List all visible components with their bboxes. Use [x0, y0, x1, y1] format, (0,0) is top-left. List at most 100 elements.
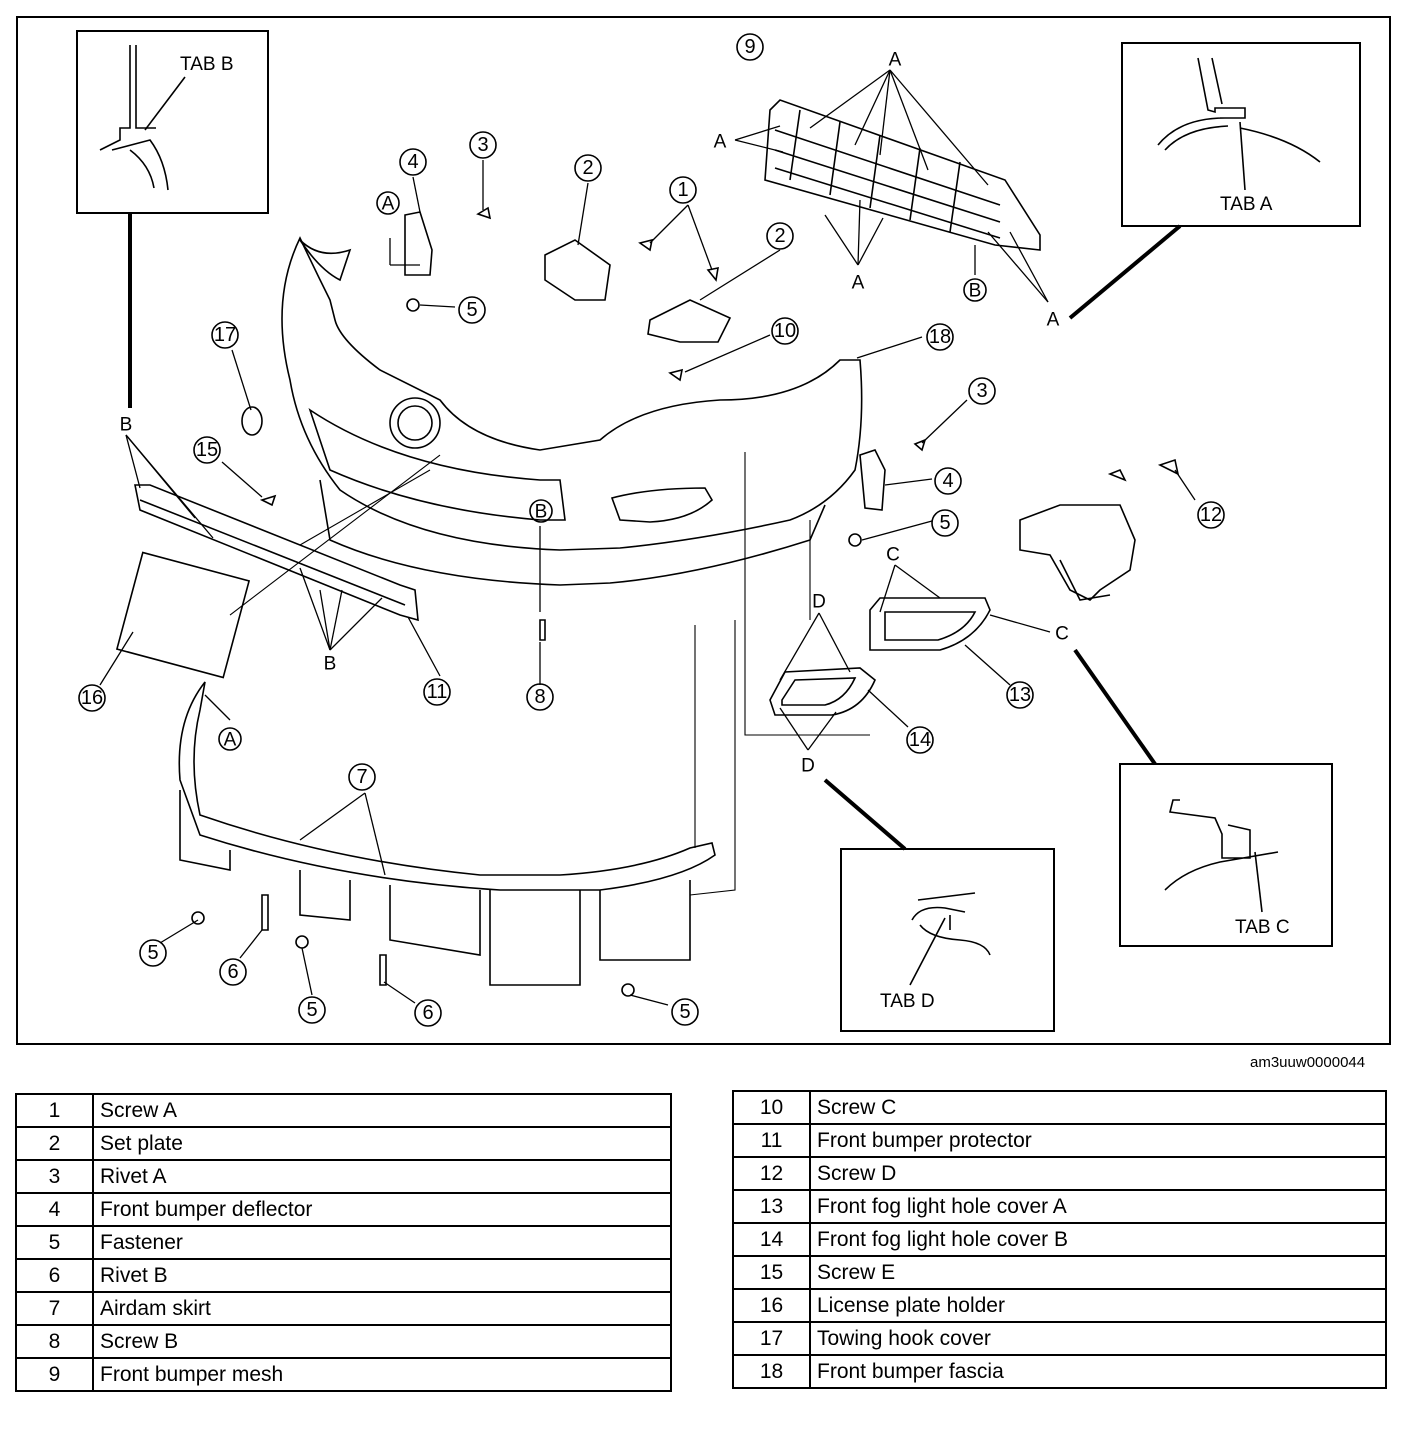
airdam-skirt	[178, 681, 716, 986]
tab-a-connector	[1068, 224, 1182, 320]
tab-d-leader	[909, 917, 946, 986]
part-name-cell: Airdam skirt	[92, 1291, 672, 1326]
tab-c-detail-drawing	[1164, 799, 1279, 891]
part-number-cell: 4	[15, 1192, 94, 1227]
leader-lines	[99, 69, 1196, 1006]
letter-c-top: C	[886, 545, 900, 566]
part-name-cell: Rivet A	[92, 1159, 672, 1194]
number-callout-circles	[78, 33, 1225, 1027]
callout-5-airdam-right: 5	[679, 1001, 690, 1023]
part-number-cell: 12	[732, 1156, 811, 1191]
part-name-cell: Towing hook cover	[809, 1321, 1387, 1356]
tab-a-detail-drawing	[1157, 57, 1321, 163]
tab-b-detail-drawing	[99, 45, 169, 191]
circled-b-mesh: B	[969, 281, 982, 302]
tab-c-label: TAB C	[1235, 917, 1290, 938]
part-name-cell: Set plate	[92, 1126, 672, 1161]
letter-a-mesh-left: A	[714, 132, 727, 153]
callout-15: 15	[196, 439, 218, 461]
part-name-cell: Screw E	[809, 1255, 1387, 1290]
part-number-cell: 5	[15, 1225, 94, 1260]
letter-b-left: B	[120, 415, 133, 436]
callout-12: 12	[1200, 504, 1222, 526]
callout-11: 11	[427, 681, 448, 703]
callout-1: 1	[677, 179, 688, 201]
callout-4-right: 4	[942, 470, 953, 492]
front-bumper-deflector-right	[859, 449, 886, 511]
callout-18: 18	[929, 326, 951, 348]
callout-5-airdam-left: 5	[147, 942, 158, 964]
callout-4-top: 4	[407, 151, 418, 173]
callout-10: 10	[774, 320, 796, 342]
callout-8: 8	[534, 686, 545, 708]
circled-a-deflector: A	[382, 194, 395, 215]
callout-3-top: 3	[477, 134, 488, 156]
tab-d-detail-drawing	[911, 892, 991, 956]
part-name-cell: Front bumper mesh	[92, 1357, 672, 1392]
tab-b-label: TAB B	[180, 54, 234, 75]
letter-a-mesh-right: A	[1047, 310, 1060, 331]
front-bumper-protector	[134, 484, 419, 622]
callout-17: 17	[214, 324, 236, 346]
letter-b-protector: B	[324, 654, 337, 675]
tab-c-leader	[1254, 851, 1263, 913]
part-number-cell: 14	[732, 1222, 811, 1257]
set-plate-left	[544, 239, 611, 301]
letter-d-bottom: D	[801, 756, 815, 777]
callout-16: 16	[81, 687, 103, 709]
front-fog-light-hole-cover-a	[869, 597, 991, 651]
letter-callouts: A A A A B B C C D D	[120, 50, 1069, 777]
front-fog-light-hole-cover-b	[769, 667, 876, 716]
letter-a-mesh-bottom: A	[852, 273, 865, 294]
callout-9: 9	[744, 36, 755, 58]
license-plate-holder	[115, 551, 251, 679]
callout-14: 14	[909, 729, 931, 751]
detail-box-tab-c	[1119, 763, 1333, 947]
detail-box-tab-d	[840, 848, 1055, 1032]
part-number-cell: 11	[732, 1123, 811, 1158]
part-number-cell: 17	[732, 1321, 811, 1356]
callout-5-right: 5	[939, 512, 950, 534]
towing-hook-cover	[241, 406, 263, 436]
front-bumper-fascia	[281, 236, 863, 586]
number-callout-labels: 9 3 4 2 1 2 5 10 18 17 3 15 4 12 5 13 11…	[81, 36, 1222, 1024]
callout-5-airdam-mid: 5	[306, 999, 317, 1021]
tab-d-label: TAB D	[880, 991, 935, 1012]
circled-b-fascia: B	[535, 502, 548, 523]
fog-light-assembly	[1019, 504, 1136, 601]
part-name-cell: Screw B	[92, 1324, 672, 1359]
figure-reference-code: am3uuw0000044	[1250, 1054, 1366, 1071]
letter-c-right: C	[1055, 624, 1069, 645]
part-number-cell: 16	[732, 1288, 811, 1323]
part-name-cell: Screw A	[92, 1093, 672, 1128]
part-name-cell: License plate holder	[809, 1288, 1387, 1323]
callout-7: 7	[356, 766, 367, 788]
alignment-lines	[229, 452, 870, 896]
part-name-cell: Front bumper deflector	[92, 1192, 672, 1227]
front-bumper-mesh	[764, 99, 1041, 251]
part-number-cell: 9	[15, 1357, 94, 1392]
exploded-parts-diagram: TAB B TAB A TAB C TAB D A A A A B B C C …	[16, 16, 1391, 1045]
part-number-cell: 3	[15, 1159, 94, 1194]
callout-3-right: 3	[976, 380, 987, 402]
part-number-cell: 1	[15, 1093, 94, 1128]
tab-a-label: TAB A	[1220, 194, 1273, 215]
callout-2-right: 2	[774, 225, 785, 247]
part-number-cell: 2	[15, 1126, 94, 1161]
callout-6-left: 6	[227, 961, 238, 983]
